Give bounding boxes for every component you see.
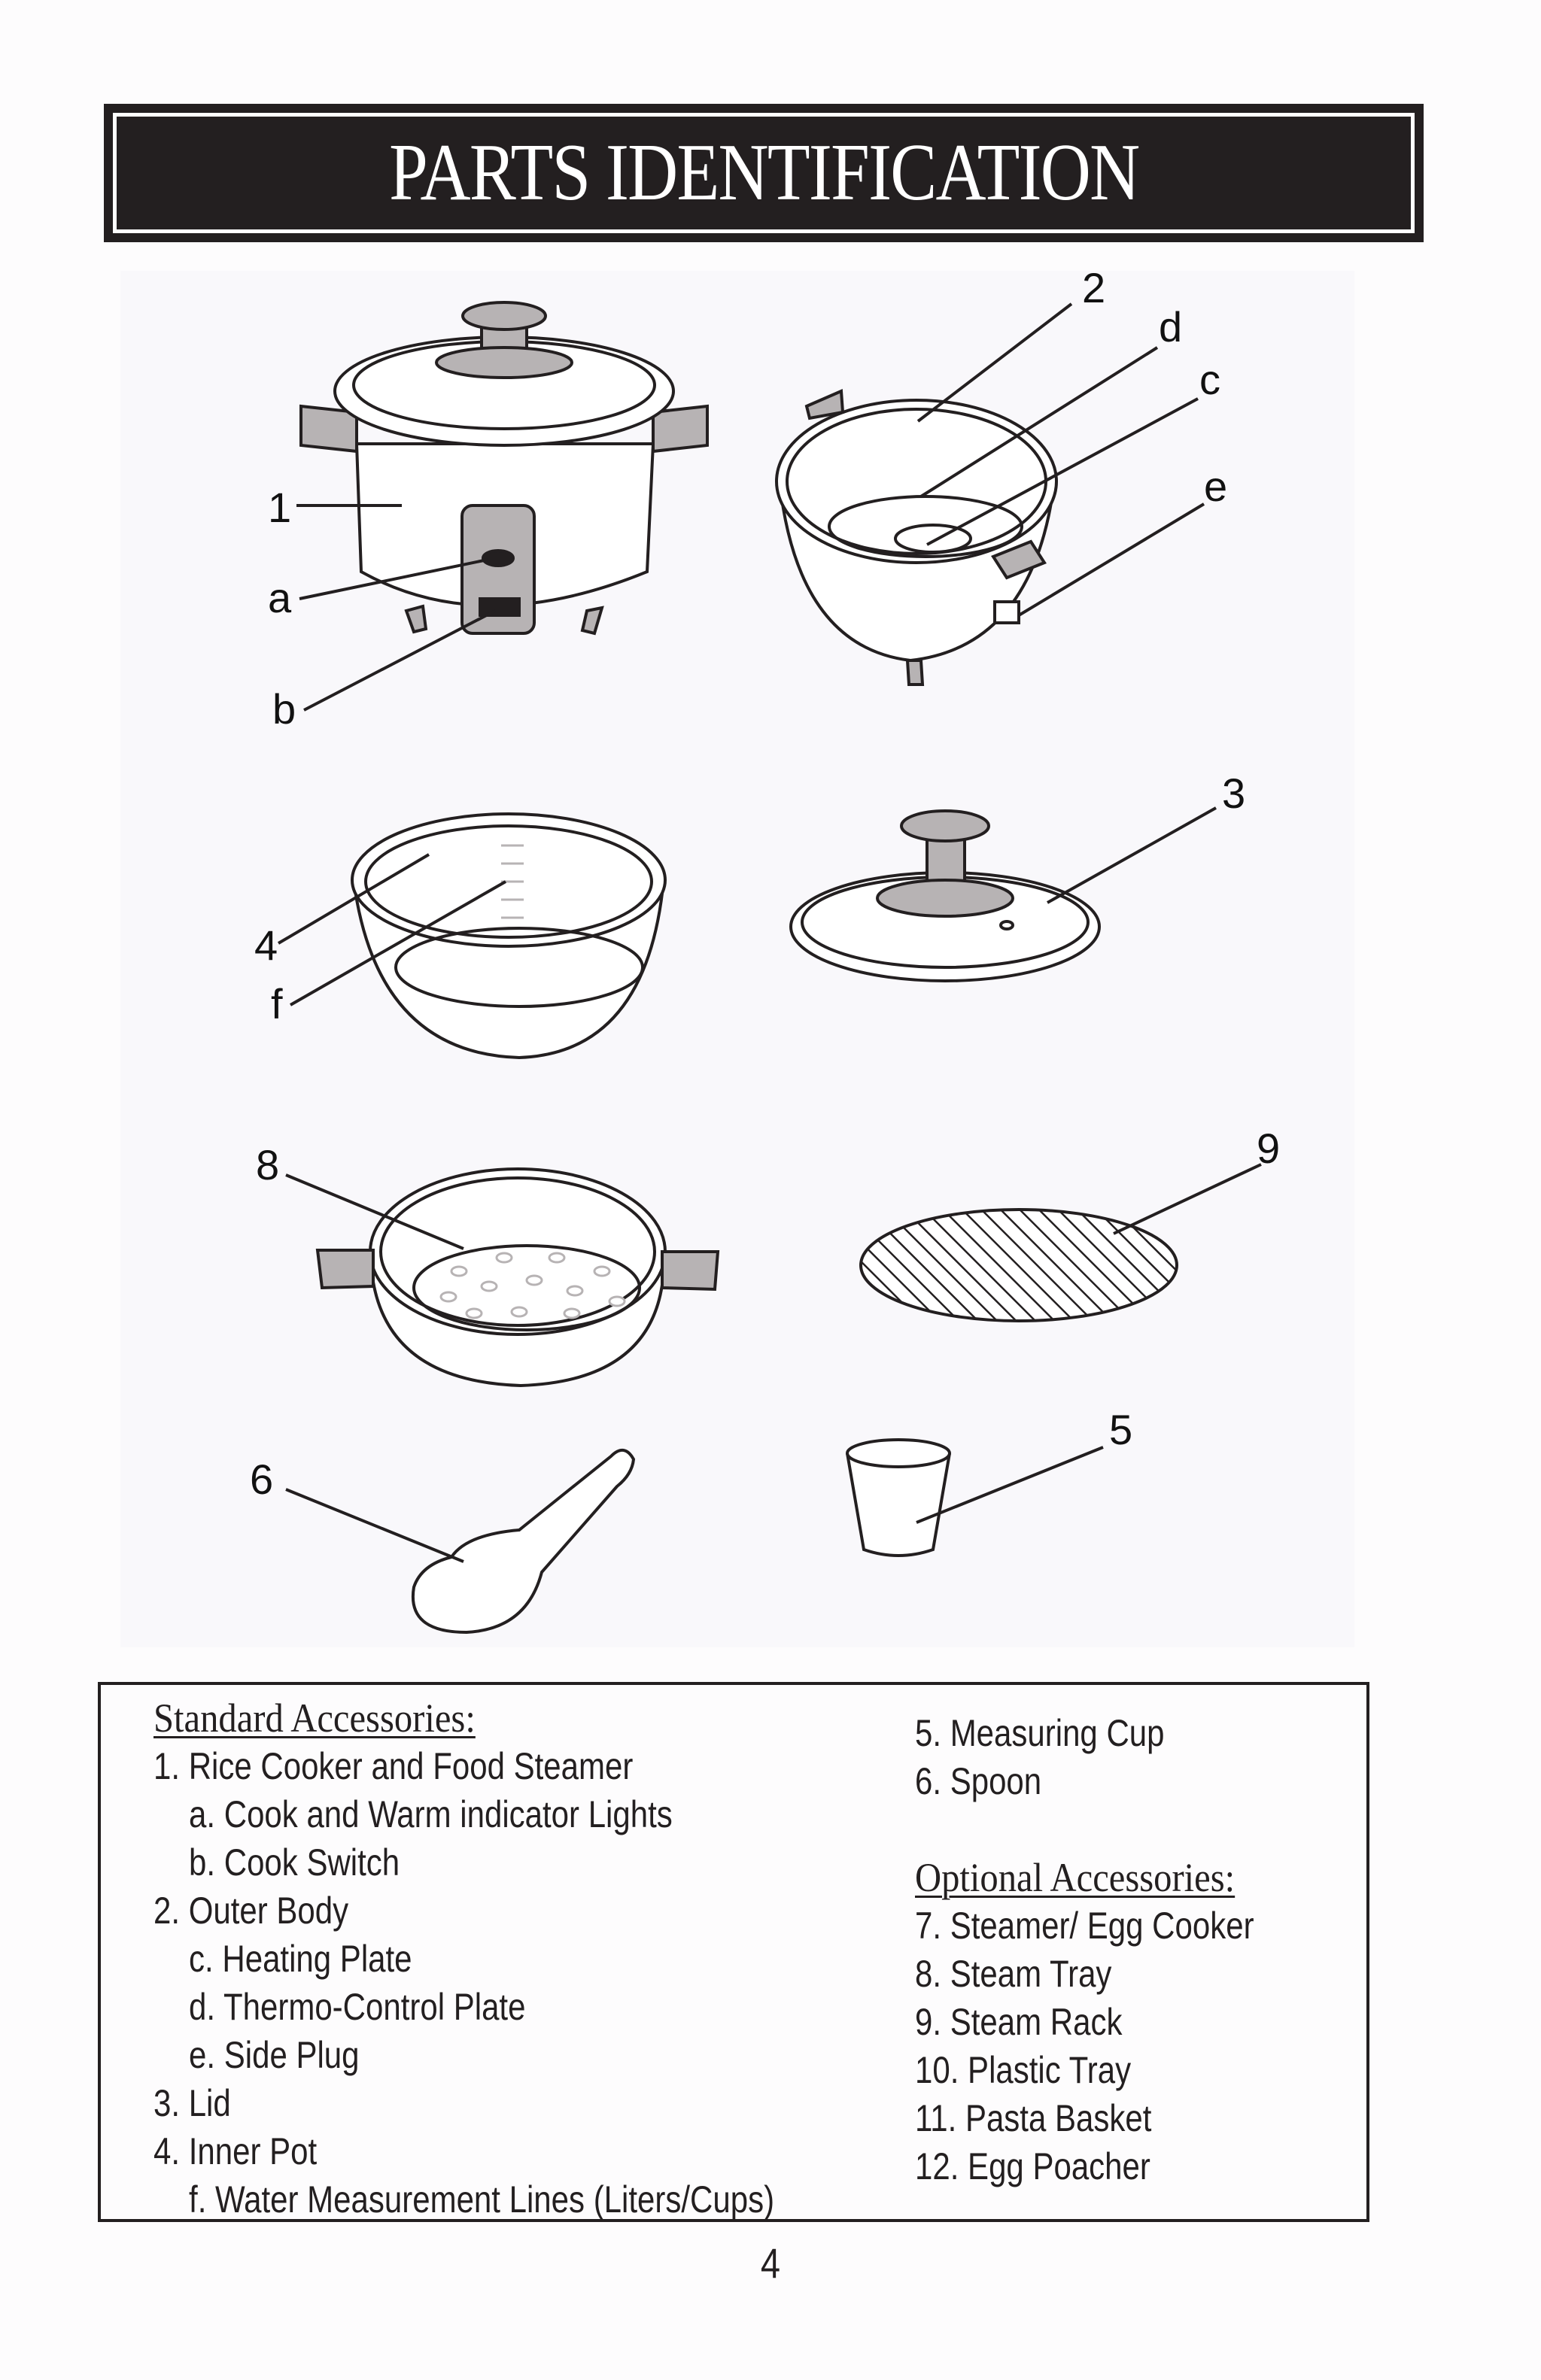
legend-item: 12. Egg Poacher (915, 2145, 1150, 2187)
callout-4: 4 (254, 921, 278, 969)
standard-accessories-heading: Standard Accessories: (153, 1695, 476, 1741)
legend-item: 11. Pasta Basket (915, 2097, 1152, 2139)
legend-item: 4. Inner Pot (153, 2130, 318, 2172)
legend-item: 1. Rice Cooker and Food Steamer (153, 1745, 634, 1787)
lid-illustration (789, 809, 1101, 982)
outer-body-illustration (775, 389, 1058, 686)
legend-item: a. Cook and Warm indicator Lights (189, 1793, 673, 1835)
legend-item: 7. Steamer/ Egg Cooker (915, 1905, 1254, 1947)
callout-6: 6 (250, 1456, 273, 1503)
spoon-illustration (411, 1449, 636, 1635)
legend-item: 6. Spoon (915, 1760, 1042, 1802)
callout-3: 3 (1222, 770, 1245, 817)
legend-item: 2. Outer Body (153, 1890, 349, 1932)
leader-lines (277, 302, 1262, 1563)
steam-tray-illustration (315, 1167, 720, 1388)
callout-8: 8 (256, 1141, 279, 1188)
legend-item: 3. Lid (153, 2082, 231, 2124)
callout-d: d (1159, 303, 1182, 351)
accessories-legend: Standard Accessories: 1. Rice Cooker and… (98, 1682, 1369, 2222)
callout-e: e (1204, 463, 1227, 510)
legend-right-column: 5. Measuring Cup 6. Spoon Optional Acces… (915, 1709, 1318, 2190)
callout-9: 9 (1257, 1125, 1280, 1172)
parts-diagram: 1 a b 2 d c e 3 4 f 8 9 6 5 (120, 264, 1354, 1647)
legend-spacer (915, 1805, 1318, 1853)
measuring-cup-illustration (846, 1438, 951, 1557)
legend-left-column: Standard Accessories: 1. Rice Cooker and… (153, 1694, 892, 2224)
legend-item: d. Thermo-Control Plate (189, 1986, 526, 2028)
rice-cooker-illustration (299, 301, 709, 636)
diagram-background (120, 271, 1354, 1647)
callout-1: 1 (268, 484, 291, 531)
page-number: 4 (760, 2239, 781, 2287)
callout-f: f (271, 980, 283, 1028)
callout-2: 2 (1082, 264, 1105, 311)
callout-a: a (268, 574, 292, 621)
callout-b: b (272, 685, 296, 733)
legend-item: 8. Steam Tray (915, 1953, 1112, 1995)
optional-accessories-heading: Optional Accessories: (915, 1855, 1236, 1900)
legend-item: c. Heating Plate (189, 1938, 412, 1980)
steam-rack-illustration (859, 1208, 1178, 1322)
legend-item: 5. Measuring Cup (915, 1712, 1165, 1754)
title-banner: PARTS IDENTIFICATION (104, 104, 1424, 242)
legend-item: 10. Plastic Tray (915, 2049, 1132, 2091)
callout-5: 5 (1109, 1406, 1132, 1453)
page-title: PARTS IDENTIFICATION (388, 128, 1140, 217)
title-frame: PARTS IDENTIFICATION (113, 113, 1415, 233)
legend-item: f. Water Measurement Lines (Liters/Cups) (189, 2178, 775, 2221)
legend-item: e. Side Plug (189, 2034, 360, 2076)
callout-c: c (1199, 356, 1220, 403)
legend-item: b. Cook Switch (189, 1841, 400, 1884)
legend-item: 9. Steam Rack (915, 2001, 1123, 2043)
